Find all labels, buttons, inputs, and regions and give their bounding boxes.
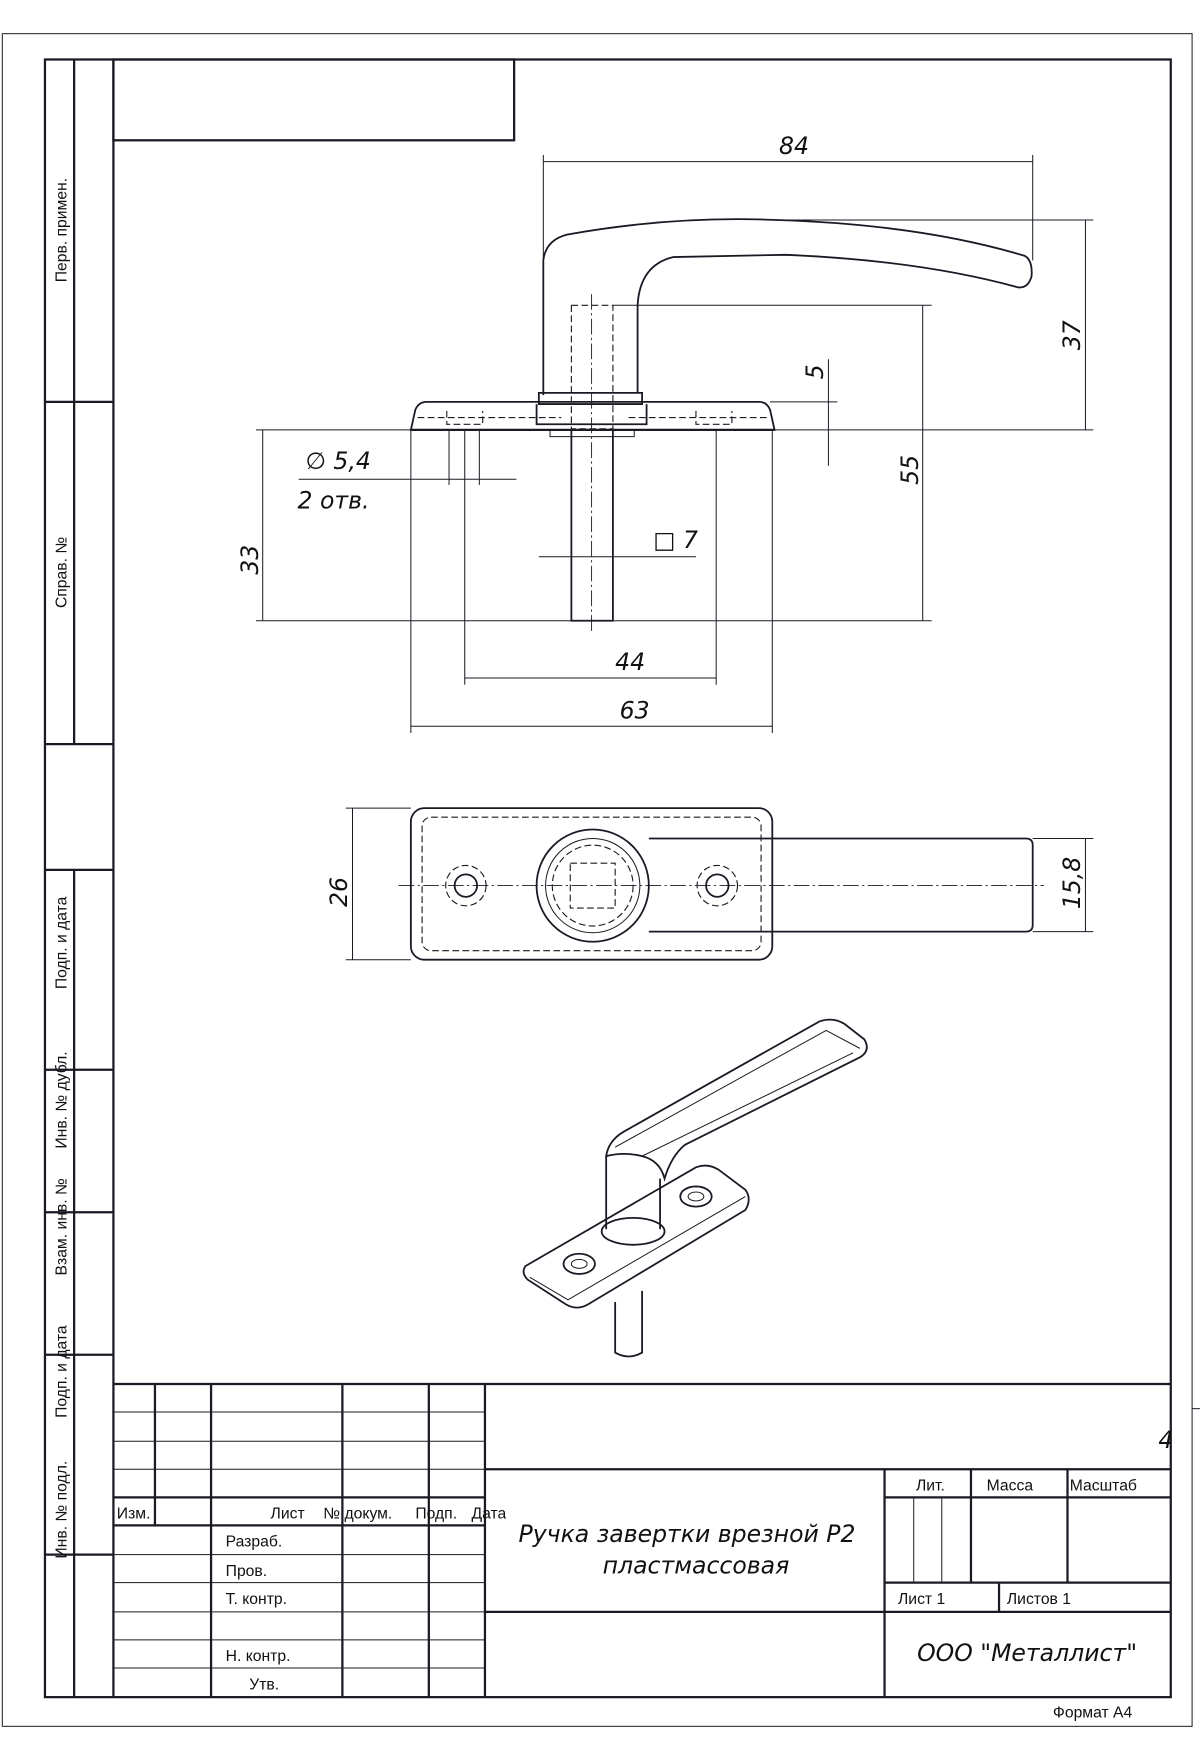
- side-label-podp-data-2: Подп. и дата: [53, 1325, 70, 1418]
- dim-44: 44: [615, 648, 645, 676]
- rosette-plate: [409, 400, 776, 431]
- plan-view: 26 15,8: [325, 807, 1094, 961]
- dim-26: 26: [325, 877, 353, 907]
- col-podp: Подп.: [415, 1506, 457, 1523]
- side-label-inv-dubl: Инв. № дубл.: [53, 1051, 70, 1148]
- company-name: ООО "Металлист": [917, 1639, 1137, 1667]
- drawing-title-line1: Ручка завертки врезной Р2: [518, 1520, 855, 1548]
- role-n-kontr: Н. контр.: [226, 1648, 291, 1665]
- dim-55: 55: [896, 455, 924, 485]
- side-label-inv-podl: Инв. № подл.: [53, 1461, 70, 1559]
- top-left-box: [112, 58, 516, 142]
- dim-84: 84: [779, 132, 809, 160]
- col-list: Лист: [271, 1506, 305, 1523]
- sheets-label: Листов 1: [1007, 1591, 1071, 1608]
- scale-label: Масштаб: [1070, 1478, 1137, 1495]
- role-t-kontr: Т. контр.: [226, 1591, 287, 1608]
- front-view: 84 37 55 5 33 ∅ 5,4 2 отв. □ 7 44 63: [236, 132, 1094, 733]
- lever: [542, 218, 1033, 396]
- dim-37: 37: [1058, 320, 1086, 350]
- role-utv: Утв.: [249, 1676, 279, 1693]
- side-label-podp-data-1: Подп. и дата: [53, 896, 70, 989]
- dim-15-8: 15,8: [1058, 857, 1086, 909]
- inner-frame: [43, 58, 1172, 1699]
- side-label-perv-primen: Перв. примен.: [53, 178, 70, 282]
- plate-outline: [409, 807, 774, 961]
- role-razrab: Разраб.: [226, 1534, 283, 1551]
- role-prov: Пров.: [226, 1563, 267, 1580]
- dim-hole-count: 2 отв.: [298, 486, 370, 514]
- lit-label: Лит.: [916, 1478, 945, 1495]
- outer-trim-border: [1, 33, 1193, 1727]
- stray-mark: 4: [1158, 1426, 1173, 1454]
- side-strip: Перв. примен. Справ. № Подп. и дата Инв.…: [44, 59, 115, 1698]
- mass-label: Масса: [987, 1478, 1034, 1495]
- col-dokum: № докум.: [323, 1506, 392, 1523]
- drawing-title-line2: пластмассовая: [603, 1552, 790, 1580]
- dim-hole-diameter: ∅ 5,4: [305, 447, 371, 475]
- side-label-vzam-inv: Взам. инв. №: [53, 1178, 70, 1275]
- dim-33: 33: [236, 545, 264, 575]
- title-block: Изм. Лист № докум. Подп. Дата Разраб. Пр…: [113, 1382, 1171, 1721]
- spindle: [570, 428, 614, 622]
- format-label: Формат А4: [1053, 1704, 1133, 1721]
- dim-spindle-square: □ 7: [653, 526, 698, 554]
- col-data: Дата: [471, 1506, 506, 1523]
- dim-5: 5: [801, 364, 829, 379]
- side-label-sprav-no: Справ. №: [53, 537, 70, 608]
- isometric-view: [522, 1018, 868, 1358]
- lever-outline: [648, 837, 1034, 933]
- sheet-label: Лист 1: [898, 1591, 945, 1608]
- dim-63: 63: [620, 696, 650, 724]
- col-izm: Изм.: [117, 1506, 151, 1523]
